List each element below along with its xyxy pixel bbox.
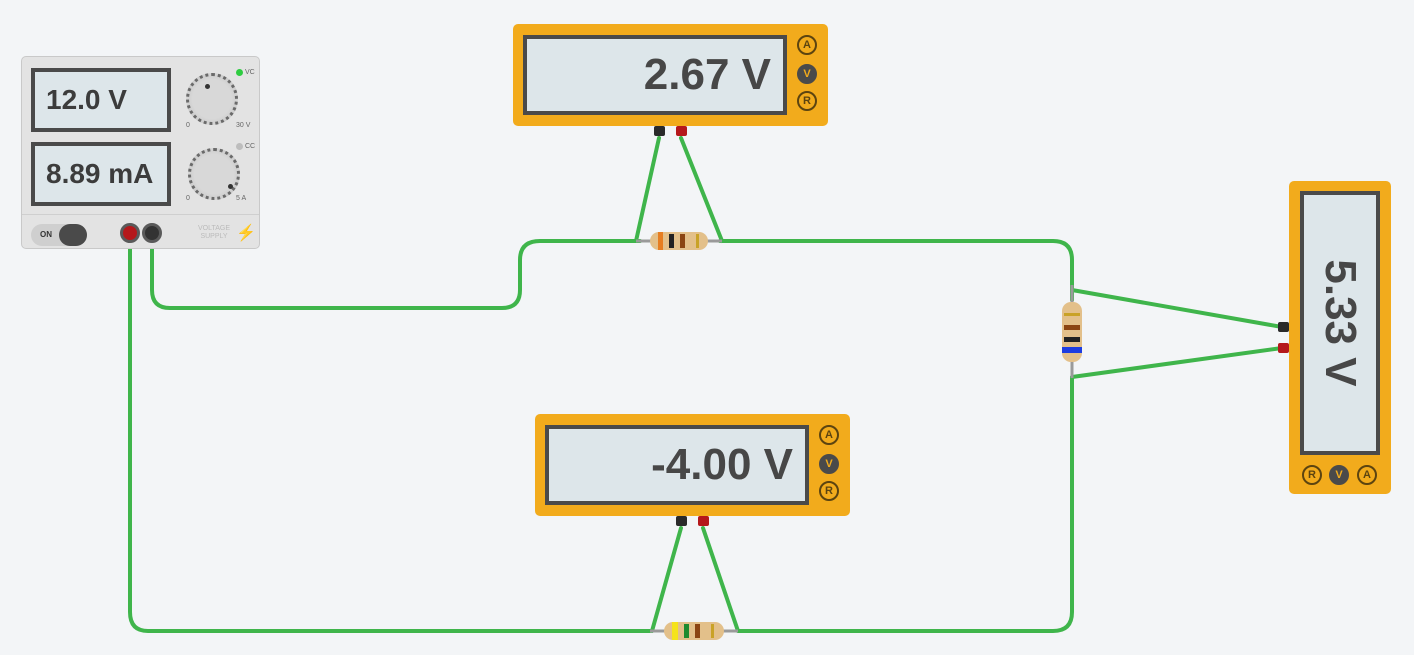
positive-terminal[interactable] [120, 223, 140, 243]
current-display: 8.89 mA [31, 142, 171, 206]
supply-label-line2: SUPPLY [200, 233, 228, 240]
wire-bottom-resistor-to-supply-positive [128, 233, 652, 633]
mode-resistance-button[interactable]: R [797, 91, 817, 111]
top-meter-red-probe[interactable] [676, 126, 687, 136]
bottom-meter-red-probe[interactable] [698, 516, 709, 526]
wire-top-meter-black-probe [634, 136, 661, 243]
multimeter-bottom-reading: -4.00 V [545, 425, 809, 505]
power-switch-knob [59, 224, 87, 246]
multimeter-top[interactable]: 2.67 V A V R [513, 24, 828, 126]
top-meter-black-probe[interactable] [654, 126, 665, 136]
wire-right-resistor-to-bottom-resistor [736, 376, 1074, 633]
mode-amps-button[interactable]: A [1357, 465, 1377, 485]
voltage-knob-max-label: 30 V [236, 122, 251, 129]
voltage-knob[interactable] [186, 73, 238, 125]
multimeter-top-reading: 2.67 V [523, 35, 787, 115]
wire-supply-negative-to-top-resistor [150, 233, 642, 310]
psu-control-strip: ON VOLTAGE SUPPLY ⚡ [22, 214, 259, 249]
lightning-bolt-icon: ⚡ [236, 225, 256, 242]
vc-led [236, 69, 243, 76]
bottom-meter-black-probe[interactable] [676, 516, 687, 526]
vc-label: VC [245, 69, 255, 76]
mode-volts-button[interactable]: V [1329, 465, 1349, 485]
current-knob[interactable] [188, 148, 240, 200]
mode-resistance-button[interactable]: R [1302, 465, 1322, 485]
mode-volts-button[interactable]: V [819, 454, 839, 474]
mode-amps-button[interactable]: A [819, 425, 839, 445]
wire-right-meter-black-probe [1070, 288, 1284, 329]
negative-terminal[interactable] [142, 223, 162, 243]
power-switch[interactable]: ON [31, 224, 87, 246]
power-supply: 12.0 V 8.89 mA 0 30 V VC 0 5 A CC ON VOL… [21, 56, 260, 249]
resistor-right [1062, 302, 1082, 362]
wire-right-meter-red-probe [1070, 346, 1284, 379]
voltage-display: 12.0 V [31, 68, 171, 132]
right-meter-black-probe[interactable] [1278, 322, 1289, 332]
multimeter-right-display: 5.33 V [1300, 191, 1380, 455]
multimeter-right-reading: 5.33 V [1316, 259, 1365, 387]
resistor-bottom [664, 622, 724, 640]
wire-bottom-meter-red-probe [701, 526, 740, 633]
resistor-top [650, 232, 708, 250]
cc-label: CC [245, 143, 256, 150]
multimeter-bottom[interactable]: -4.00 V A V R [535, 414, 850, 516]
right-meter-red-probe[interactable] [1278, 343, 1289, 353]
voltage-supply-label: VOLTAGE SUPPLY [198, 225, 230, 241]
wire-top-meter-red-probe [679, 136, 724, 243]
mode-volts-button[interactable]: V [797, 64, 817, 84]
wire-top-resistor-to-right-resistor [718, 239, 1074, 302]
power-switch-label: ON [40, 230, 52, 239]
current-knob-max-label: 5 A [236, 195, 247, 202]
mode-amps-button[interactable]: A [797, 35, 817, 55]
wire-bottom-meter-black-probe [650, 526, 683, 633]
supply-label-line1: VOLTAGE [198, 225, 231, 232]
mode-resistance-button[interactable]: R [819, 481, 839, 501]
multimeter-right[interactable]: 5.33 V R V A [1289, 181, 1391, 494]
current-knob-min-label: 0 [186, 195, 190, 202]
cc-led [236, 143, 243, 150]
voltage-knob-min-label: 0 [186, 122, 190, 129]
